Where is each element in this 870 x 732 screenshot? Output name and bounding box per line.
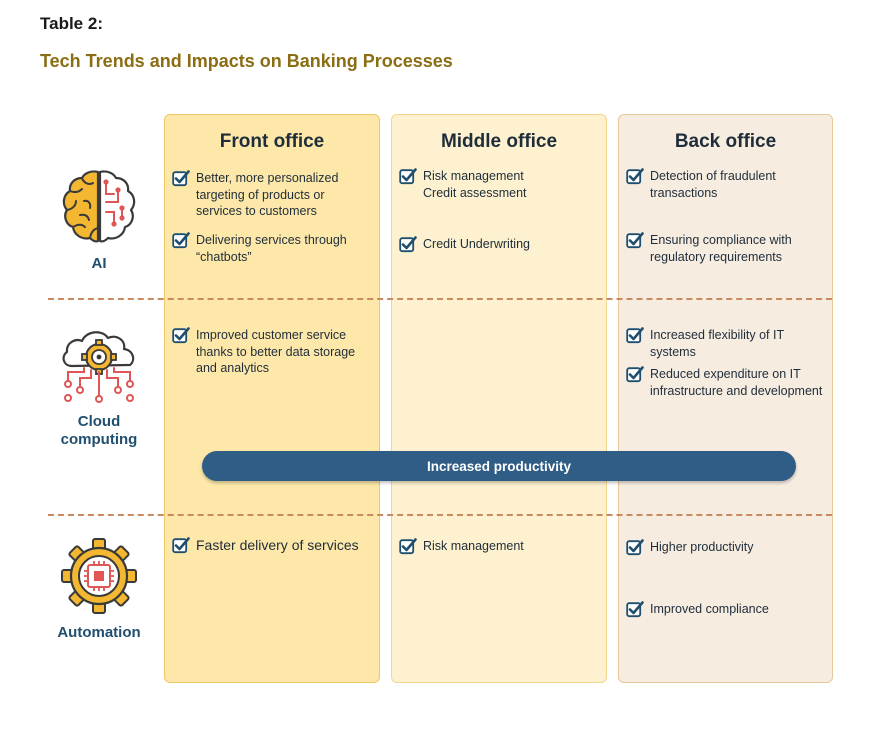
list-item: Risk management [399, 538, 599, 555]
cloud-row-label: Cloud computing [44, 413, 154, 449]
item-text: Improved customer service thanks to bett… [196, 328, 356, 375]
checkbox-check-icon [172, 170, 190, 187]
middle-office-column: Middle office [391, 114, 607, 683]
item-text: Better, more personalized targeting of p… [196, 171, 339, 218]
checkbox-check-icon [626, 601, 644, 618]
list-item: Faster delivery of services [172, 537, 377, 554]
automation-row-label: Automation [57, 624, 141, 641]
item-text: Faster delivery of services [196, 537, 359, 553]
list-item: Better, more personalized targeting of p… [172, 170, 372, 220]
checkbox-check-icon [626, 168, 644, 185]
gear-chip-icon [61, 538, 137, 614]
list-item: Higher productivity [626, 539, 826, 556]
item-text: Risk management [423, 539, 524, 553]
item-text: Higher productivity [650, 540, 754, 554]
list-item: Delivering services through “chatbots” [172, 232, 372, 265]
list-item: Ensuring compliance with regulatory requ… [626, 232, 826, 265]
list-item: Improved customer service thanks to bett… [172, 327, 372, 377]
cloud-gear-network-icon [62, 331, 135, 403]
item-text: Increased flexibility of IT systems [650, 328, 784, 359]
checkbox-check-icon [172, 327, 190, 344]
table-title: Tech Trends and Impacts on Banking Proce… [40, 51, 453, 71]
item-text: Reduced expenditure on IT infrastructure… [650, 367, 823, 398]
ai-row-label: AI [91, 255, 107, 272]
brain-circuit-icon [62, 170, 136, 243]
checkbox-check-icon [172, 537, 190, 554]
item-text: Improved compliance [650, 602, 769, 616]
middle-office-heading: Middle office [440, 131, 558, 152]
list-item: Improved compliance [626, 601, 826, 618]
increased-productivity-banner: Increased productivity [202, 451, 796, 481]
list-item: Credit Underwriting [399, 236, 599, 253]
back-office-column: Back office [618, 114, 833, 683]
table-label: Table 2: [40, 14, 103, 33]
checkbox-check-icon [626, 366, 644, 383]
checkbox-check-icon [399, 168, 417, 185]
item-text: Delivering services through “chatbots” [196, 233, 347, 264]
row-divider-cloud-automation [48, 514, 832, 516]
checkbox-check-icon [172, 232, 190, 249]
cloud-row-label-line1: Cloud [77, 413, 121, 430]
checkbox-check-icon [626, 327, 644, 344]
item-text: Ensuring compliance with regulatory requ… [650, 233, 792, 264]
row-divider-ai-cloud [48, 298, 832, 300]
checkbox-check-icon [626, 539, 644, 556]
back-office-heading: Back office [674, 131, 777, 152]
cloud-row-label-line2: computing [60, 431, 138, 448]
checkbox-check-icon [626, 232, 644, 249]
front-office-heading: Front office [219, 131, 325, 152]
checkbox-check-icon [399, 538, 417, 555]
item-text: Credit Underwriting [423, 237, 530, 251]
checkbox-check-icon [399, 236, 417, 253]
list-item: Increased flexibility of IT systems [626, 327, 826, 360]
item-text-line: Credit assessment [423, 185, 527, 200]
list-item: Detection of fraudulent transactions [626, 168, 826, 201]
list-item: Reduced expenditure on IT infrastructure… [626, 366, 826, 399]
item-text: Detection of fraudulent transactions [650, 169, 776, 200]
front-office-column: Front office [164, 114, 380, 683]
item-text-line: Risk management [423, 169, 524, 183]
